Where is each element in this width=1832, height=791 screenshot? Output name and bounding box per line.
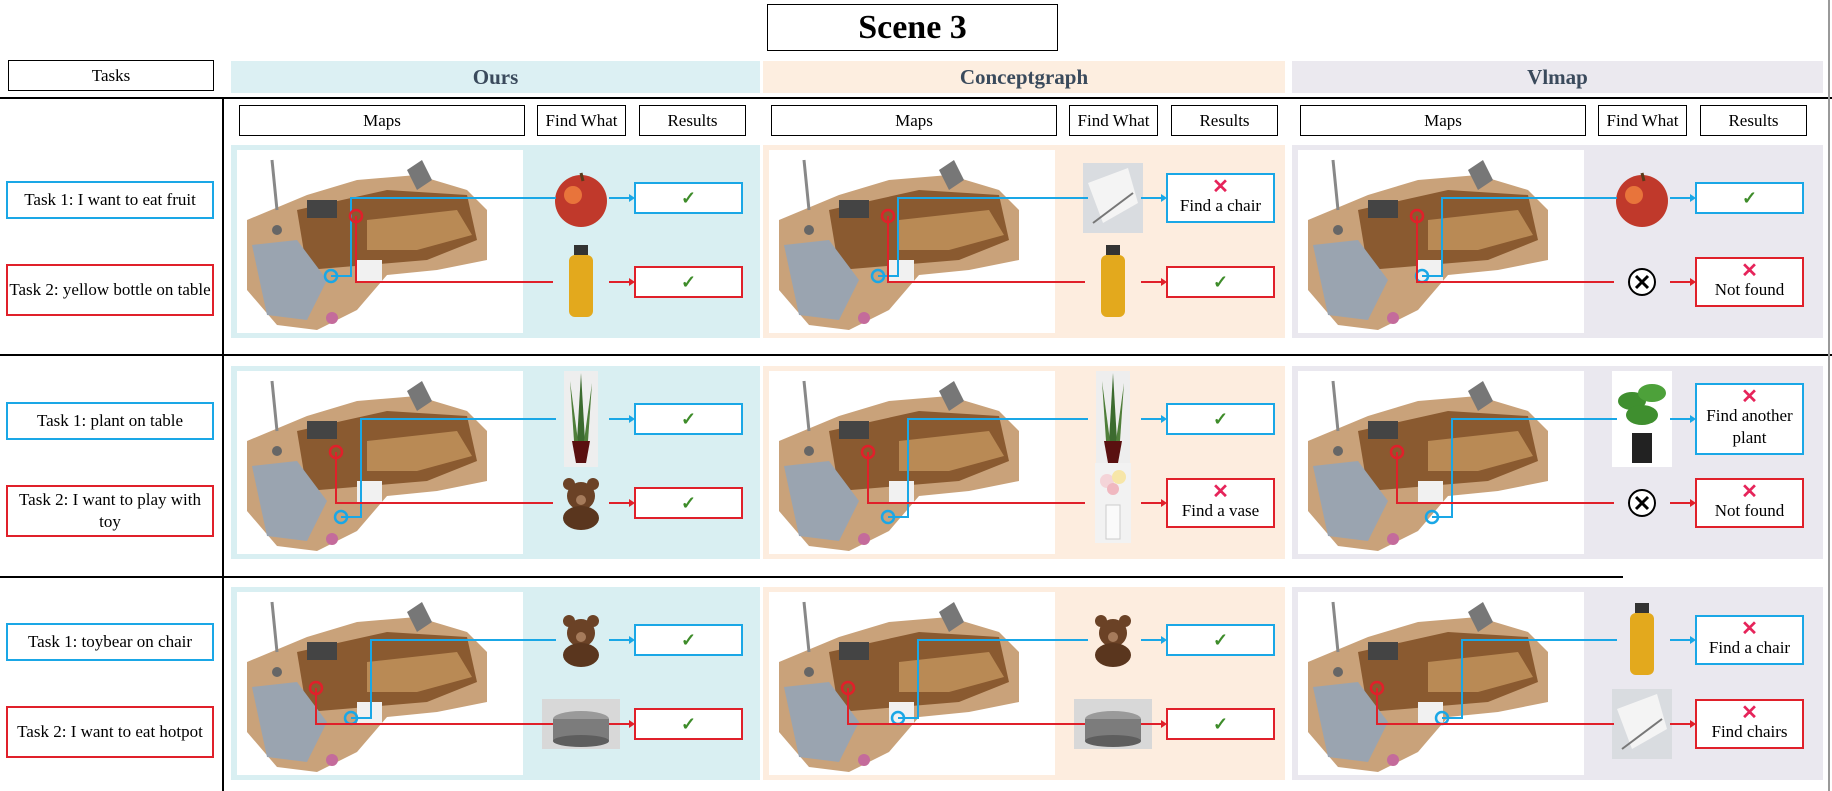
column-separator bbox=[222, 97, 224, 791]
yellow-bottle-image bbox=[1626, 603, 1658, 677]
task2-label: Task 2: yellow bottle on table bbox=[6, 264, 214, 316]
result-box-t1: ✓ bbox=[634, 403, 743, 435]
check-icon: ✓ bbox=[1212, 272, 1229, 292]
task2-label: Task 2: I want to eat hotpot bbox=[6, 706, 214, 758]
cross-icon: ✕ bbox=[1741, 618, 1758, 640]
snake-plant-image bbox=[1096, 371, 1130, 467]
check-icon: ✓ bbox=[680, 493, 697, 513]
check-icon: ✓ bbox=[680, 188, 697, 208]
column-header-maps: Maps bbox=[239, 105, 525, 136]
right-edge bbox=[1828, 0, 1830, 791]
snake-plant-image bbox=[564, 371, 598, 467]
apple-image bbox=[549, 167, 613, 229]
check-icon: ✓ bbox=[680, 630, 697, 650]
task2-label: Task 2: I want to play with toy bbox=[6, 485, 214, 537]
check-icon: ✓ bbox=[1212, 409, 1229, 429]
task1-label: Task 1: plant on table bbox=[6, 402, 214, 440]
result-text: Find another plant bbox=[1706, 406, 1793, 447]
cross-icon: ✕ bbox=[1212, 481, 1229, 503]
check-icon: ✓ bbox=[1741, 188, 1758, 208]
row-separator bbox=[0, 97, 1832, 99]
scene-map bbox=[237, 592, 523, 775]
result-text: Find a chair bbox=[1179, 196, 1262, 215]
result-box-t2: ✓ bbox=[634, 708, 743, 740]
not-found-icon bbox=[1627, 267, 1657, 297]
check-icon: ✓ bbox=[1212, 630, 1229, 650]
row-separator bbox=[0, 576, 1623, 578]
method-header-1: Conceptgraph bbox=[763, 61, 1285, 93]
method-header-2: Vlmap bbox=[1292, 61, 1823, 93]
check-icon: ✓ bbox=[680, 714, 697, 734]
plant-image bbox=[1612, 371, 1672, 467]
result-box-t1: ✓ bbox=[1166, 403, 1275, 435]
chair-image bbox=[1612, 689, 1672, 759]
teddy-bear-image bbox=[550, 476, 612, 530]
scene-map bbox=[237, 150, 523, 333]
row-separator bbox=[0, 354, 1832, 356]
check-icon: ✓ bbox=[680, 272, 697, 292]
yellow-bottle-image bbox=[565, 245, 597, 319]
column-header-results: Results bbox=[1700, 105, 1807, 136]
scene-map bbox=[1298, 592, 1584, 775]
result-box-t2: ✕Not found bbox=[1695, 257, 1804, 307]
teddy-bear-image bbox=[1082, 613, 1144, 667]
cross-icon: ✕ bbox=[1741, 386, 1758, 408]
yellow-bottle-image bbox=[1097, 245, 1129, 319]
pot-image bbox=[542, 699, 620, 749]
column-header-maps: Maps bbox=[771, 105, 1057, 136]
result-box-t2: ✕Not found bbox=[1695, 478, 1804, 528]
chair-image bbox=[1083, 163, 1143, 233]
check-icon: ✓ bbox=[1212, 714, 1229, 734]
result-box-t2: ✕Find chairs bbox=[1695, 699, 1804, 749]
cross-icon: ✕ bbox=[1741, 260, 1758, 282]
pot-image bbox=[1074, 699, 1152, 749]
not-found-icon bbox=[1627, 488, 1657, 518]
result-box-t2: ✓ bbox=[1166, 266, 1275, 298]
check-icon: ✓ bbox=[680, 409, 697, 429]
tasks-header: Tasks bbox=[8, 60, 214, 91]
task1-label: Task 1: I want to eat fruit bbox=[6, 181, 214, 219]
result-text: Find a chair bbox=[1708, 638, 1791, 657]
result-box-t1: ✓ bbox=[634, 624, 743, 656]
vase-image bbox=[1095, 463, 1131, 543]
result-text: Not found bbox=[1714, 501, 1785, 520]
result-box-t2: ✓ bbox=[634, 266, 743, 298]
scene-map bbox=[1298, 150, 1584, 333]
result-box-t2: ✓ bbox=[1166, 708, 1275, 740]
scene-map bbox=[1298, 371, 1584, 554]
result-box-t2: ✓ bbox=[634, 487, 743, 519]
result-text: Not found bbox=[1714, 280, 1785, 299]
column-header-find-what: Find What bbox=[1598, 105, 1687, 136]
result-box-t1: ✓ bbox=[634, 182, 743, 214]
column-header-maps: Maps bbox=[1300, 105, 1586, 136]
result-box-t1: ✓ bbox=[1166, 624, 1275, 656]
scene-map bbox=[769, 592, 1055, 775]
figure-title: Scene 3 bbox=[767, 4, 1058, 51]
column-header-results: Results bbox=[1171, 105, 1278, 136]
result-box-t1: ✕Find another plant bbox=[1695, 383, 1804, 455]
scene-map bbox=[769, 371, 1055, 554]
result-text: Find a vase bbox=[1181, 501, 1260, 520]
scene-map bbox=[237, 371, 523, 554]
result-box-t2: ✕Find a vase bbox=[1166, 478, 1275, 528]
task1-label: Task 1: toybear on chair bbox=[6, 623, 214, 661]
result-box-t1: ✕Find a chair bbox=[1166, 173, 1275, 223]
column-header-results: Results bbox=[639, 105, 746, 136]
result-box-t1: ✓ bbox=[1695, 182, 1804, 214]
method-header-0: Ours bbox=[231, 61, 760, 93]
cross-icon: ✕ bbox=[1741, 481, 1758, 503]
apple-image bbox=[1610, 167, 1674, 229]
column-header-find-what: Find What bbox=[537, 105, 626, 136]
scene-map bbox=[769, 150, 1055, 333]
column-header-find-what: Find What bbox=[1069, 105, 1158, 136]
result-box-t1: ✕Find a chair bbox=[1695, 615, 1804, 665]
cross-icon: ✕ bbox=[1741, 702, 1758, 724]
result-text: Find chairs bbox=[1711, 722, 1788, 741]
cross-icon: ✕ bbox=[1212, 176, 1229, 198]
teddy-bear-image bbox=[550, 613, 612, 667]
